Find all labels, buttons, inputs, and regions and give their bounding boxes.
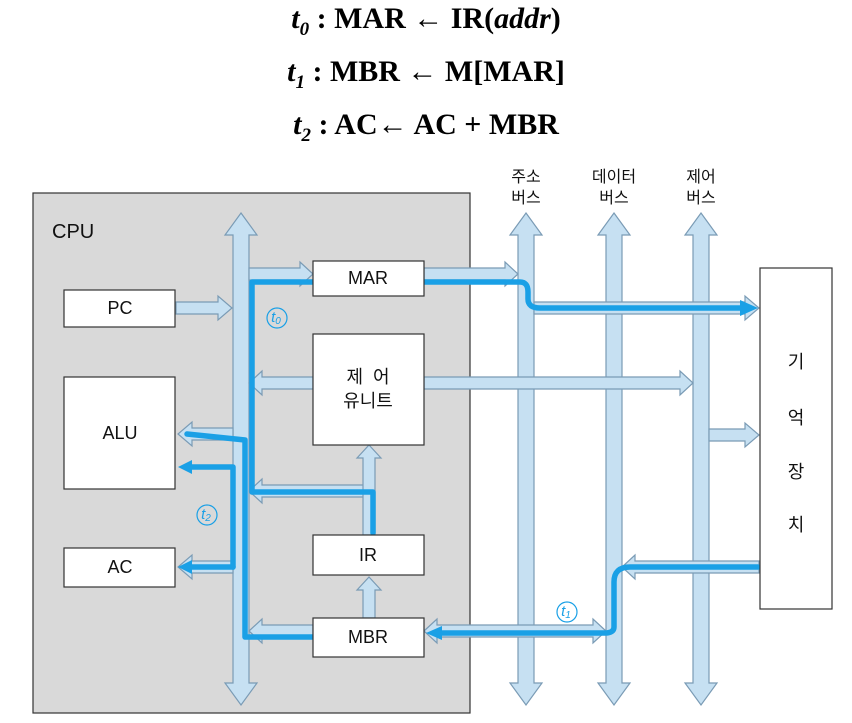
memory-label-1: 기 [788,352,805,372]
address-bus [508,211,544,707]
cpu-label: CPU [52,221,94,243]
ir-label: IR [359,545,377,565]
arrowhead-ac [178,560,192,574]
memory-label-4: 치 [788,515,805,535]
control-unit [312,333,425,446]
t0-circle [266,307,288,329]
equation-t1: t1 : MBR ← M[MAR] [287,55,565,93]
mar-label: MAR [348,268,388,288]
t2-text: t2 [201,506,211,524]
time-label-t2: t2 [196,504,218,526]
active-arrowheads [178,300,758,640]
path-t2 [184,431,316,640]
mar-register [312,260,425,297]
ir-register [312,534,425,576]
ac-label: AC [107,557,132,577]
control-bus-label-1: 제어 [686,168,715,186]
alu-box [63,376,176,490]
control-bus-to-memory-arrow [708,421,760,449]
equation-t0: t0 : MAR ← IR(addr) [291,2,561,40]
data-bus [596,211,632,707]
ac-register [63,547,176,588]
control-bus-label-2: 버스 [686,189,715,207]
t0-text: t0 [271,309,281,327]
time-label-t1: t1 [556,601,578,623]
control-to-bus-arrow [248,369,314,397]
memory-label-3: 장 [788,462,805,482]
mbr-register [312,617,425,658]
mbr-to-ir-arrow [355,576,383,619]
path-t0 [249,279,745,536]
data-bus-label-2: 버스 [599,189,628,207]
pc-label: PC [107,298,132,318]
memory-label-2: 억 [788,408,805,428]
t1-text: t1 [561,603,571,621]
internal-bus [223,211,259,707]
control-bus [683,211,719,707]
address-bus-label-1: 주소 [511,169,540,186]
arrowhead-alu [178,460,192,474]
arrowhead-mbr [426,626,442,640]
equation-t2: t2 : AC← AC + MBR [293,108,559,146]
control-to-control-bus-arrow [423,369,694,397]
path-t1 [437,564,761,636]
path-t2-alu [184,464,236,570]
arrowhead-memory [740,300,758,316]
pc-register [63,289,176,328]
t1-circle [556,601,578,623]
alu-label: ALU [102,423,137,443]
control-unit-label-1: 제 어 [346,367,389,387]
mbr-label: MBR [348,627,388,647]
active-paths [184,279,761,640]
data-bus-label-1: 데이터 [592,168,636,186]
time-label-t0: t0 [266,307,288,329]
pc-to-bus-arrow [175,294,233,322]
address-bus-label-2: 버스 [511,189,540,207]
memory-box [759,267,833,610]
control-unit-label-2: 유니트 [343,391,393,411]
t2-circle [196,504,218,526]
